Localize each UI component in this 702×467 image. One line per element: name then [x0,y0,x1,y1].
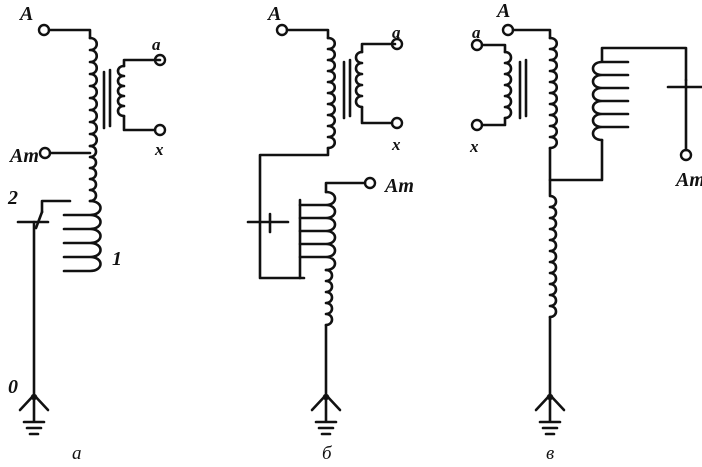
lead-A-b [285,28,330,40]
ground-node-c [546,393,554,401]
label-Am-b: Am [383,175,414,197]
label-A-c: A [495,0,510,22]
diagram-c: A a x Am в [469,0,702,464]
terminal-Am-a [38,146,52,160]
terminal-Am-b [363,176,377,190]
winding-tail-b [324,268,334,327]
caption-c: в [546,443,554,464]
secondary-winding-a [116,64,126,118]
label-x-a: x [154,140,164,159]
ground-symbol-c [534,393,566,436]
label-Am-a: Am [8,145,39,167]
caption-b: б [322,443,333,464]
lead-sec-a-a [122,58,162,68]
secondary-winding-b [354,50,364,109]
lower-winding-c [548,178,558,319]
label-A-b: A [266,3,281,25]
primary-winding-upper-c [548,36,559,150]
right-coil-c [591,46,688,142]
switch-blade-a [34,210,44,230]
label-a-b: a [392,23,401,42]
tap-wire-c [548,138,604,182]
diagram-b: A Am a x б [246,3,414,464]
lead-Am-b [324,181,367,194]
terminal-A-b [275,23,289,37]
label-a-c: a [472,23,481,42]
label-x-c: x [469,137,479,156]
label-a-a: a [152,35,161,54]
secondary-winding-c [503,50,513,120]
winding-lower-b [298,190,337,272]
switch-lead-a [40,199,72,214]
ground-symbol-b [310,393,342,436]
lead-sec-x-c [480,116,507,127]
primary-winding-upper-b [326,36,337,150]
lead-sec-x-a [122,114,157,132]
ground-node-a [30,393,38,401]
diagram-a: A Am a x 2 1 0 а [7,3,167,464]
terminal-A-a [37,23,51,37]
terminal-A-c [501,23,515,37]
primary-winding-upper-a [88,36,99,148]
lead-A-a [47,28,92,40]
winding-1-a [62,199,102,273]
lead-A-c [511,28,552,40]
primary-winding-lower-a [88,144,98,203]
terminal-x-a [153,123,167,137]
label-A-a: A [18,3,33,25]
caption-a: а [72,443,82,464]
label-1-a: 1 [112,248,122,270]
terminal-a-b [390,37,404,51]
lead-sec-a-c [480,43,507,54]
terminal-x-b [390,116,404,130]
loop-wire-b [258,146,330,280]
terminal-a-a [153,53,167,67]
label-Am-c: Am [674,169,702,191]
ground-symbol-a [18,393,50,436]
ground-node-b [322,393,330,401]
label-x-b: x [391,135,401,154]
label-0-a: 0 [8,376,18,398]
terminal-x-c [470,118,484,132]
lead-sec-a-b [360,42,397,54]
label-2-a: 2 [7,187,18,209]
lead-sec-x-b [360,105,394,125]
terminal-Am-c [679,148,693,162]
